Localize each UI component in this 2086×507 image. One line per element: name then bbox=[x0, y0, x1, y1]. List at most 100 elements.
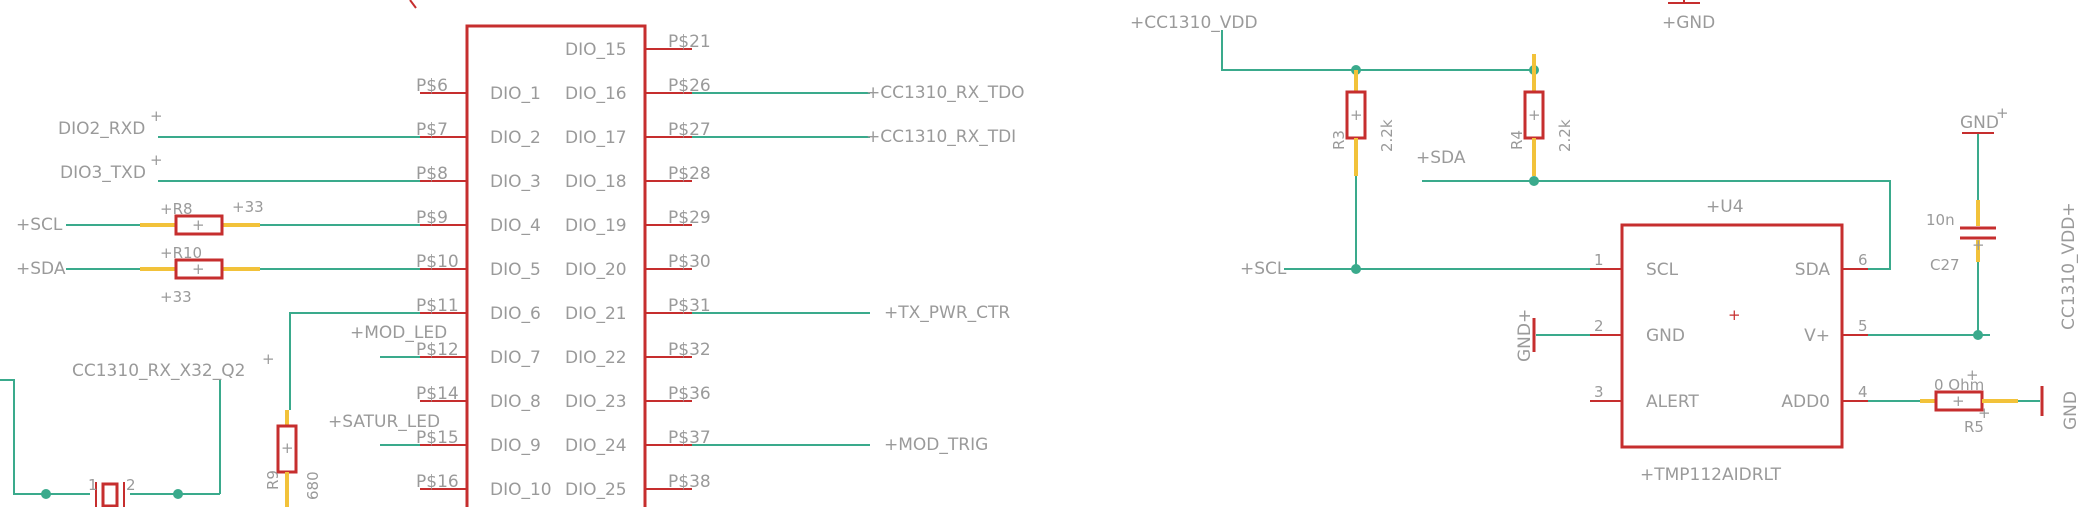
net-scl: + +SCL +R8 +33 bbox=[16, 198, 420, 236]
mcu-left-pin-name: DIO_5 bbox=[490, 260, 541, 280]
net-label-vdd-side: CC1310_VDD+ bbox=[2059, 202, 2079, 330]
net-scl2: +SCL bbox=[1240, 259, 1590, 279]
top-marker bbox=[409, 0, 417, 9]
mcu-right-pad-label: P$21 bbox=[668, 32, 711, 52]
crystal-q2 bbox=[101, 482, 119, 507]
net-mod-trig: +MOD_TRIG bbox=[692, 435, 988, 455]
mcu-right-pin-name: DIO_17 bbox=[565, 128, 627, 148]
net-label-dio2-rxd: DIO2_RXD bbox=[58, 119, 145, 139]
mcu-left-pin-name: DIO_4 bbox=[490, 216, 541, 236]
net-label-mod-led: +MOD_LED bbox=[350, 323, 447, 343]
resistor-r3-group: + R3 2.2k bbox=[1330, 70, 1396, 269]
svg-text:+: + bbox=[192, 216, 205, 234]
sensor-left-pin-name: ALERT bbox=[1646, 392, 1699, 412]
net-label-sda: +SDA bbox=[16, 259, 66, 279]
svg-text:+: + bbox=[1978, 404, 1991, 422]
net-label-dio3-txd: DIO3_TXD bbox=[60, 163, 146, 183]
mcu-right-pad-label: P$30 bbox=[668, 252, 711, 272]
mcu-right-pin-name: DIO_16 bbox=[565, 84, 627, 104]
sensor-left-pin-num: 1 bbox=[1594, 251, 1604, 269]
net-label-rx-x32: CC1310_RX_X32_Q2 bbox=[72, 361, 245, 381]
mcu-right-pad-label: P$27 bbox=[668, 120, 711, 140]
mcu-left-pad-label: P$6 bbox=[416, 76, 448, 96]
mcu-body bbox=[465, 24, 647, 507]
sensor-right-pin-num: 5 bbox=[1858, 317, 1868, 335]
svg-text:+: + bbox=[262, 350, 275, 368]
mcu-left-pin-name: DIO_3 bbox=[490, 172, 541, 192]
net-label-satur-led: +SATUR_LED bbox=[328, 412, 440, 432]
mcu-right-pad-label: P$36 bbox=[668, 384, 711, 404]
value-r10: +33 bbox=[160, 288, 192, 306]
mcu-left-pin-name: DIO_8 bbox=[490, 392, 541, 412]
mcu-left-pad-label: P$11 bbox=[416, 296, 459, 316]
sensor-left-pin-name: SCL bbox=[1646, 260, 1679, 280]
mcu-right-pin-name: DIO_19 bbox=[565, 216, 627, 236]
label-r10: +R10 bbox=[160, 244, 202, 262]
net-sda: + +SDA +R10 +33 bbox=[16, 244, 420, 306]
svg-text:+: + bbox=[1528, 106, 1541, 124]
plus-marker: + bbox=[150, 107, 163, 125]
mcu-left-pins: DIO_1P$6DIO_2P$7DIO_3P$8DIO_4P$9DIO_5P$1… bbox=[416, 76, 552, 500]
mcu-left-pin-name: DIO_1 bbox=[490, 84, 541, 104]
net-vplus: CC1310_VDD+ bbox=[1868, 202, 2079, 340]
gnd-u4: GND+ bbox=[1515, 309, 1590, 362]
mcu-left-pad-label: P$9 bbox=[416, 208, 448, 228]
mcu-symbol: DIO_1P$6DIO_2P$7DIO_3P$8DIO_4P$9DIO_5P$1… bbox=[416, 24, 711, 507]
svg-text:1: 1 bbox=[88, 476, 98, 494]
mcu-left-pad-label: P$7 bbox=[416, 120, 448, 140]
mcu-right-pin-name: DIO_25 bbox=[565, 480, 627, 500]
net-label-sda2: +SDA bbox=[1416, 148, 1466, 168]
net-tx-pwr: +TX_PWR_CTR bbox=[692, 303, 1010, 323]
net-satur-led: +SATUR_LED bbox=[328, 412, 440, 446]
mcu-left-pad-label: P$12 bbox=[416, 340, 459, 360]
sensor-part: +TMP112AIDRLT bbox=[1640, 465, 1782, 485]
sensor-left-pin-name: GND bbox=[1646, 326, 1685, 346]
mcu-right-pad-label: P$37 bbox=[668, 428, 711, 448]
net-vdd: +CC1310_VDD bbox=[1130, 13, 1539, 75]
mcu-left-pin-name: DIO_6 bbox=[490, 304, 541, 324]
mcu-left-pad-label: P$8 bbox=[416, 164, 448, 184]
gnd-label-r5: GND bbox=[2061, 391, 2081, 430]
svg-text:+: + bbox=[1966, 366, 1979, 384]
svg-text:+: + bbox=[1952, 392, 1965, 410]
svg-text:+: + bbox=[1350, 106, 1363, 124]
gnd-top: +GND bbox=[1662, 0, 1715, 33]
mcu-right-pin-name: DIO_21 bbox=[565, 304, 627, 324]
svg-text:2: 2 bbox=[126, 476, 136, 494]
gnd-r5: GND bbox=[2040, 386, 2081, 430]
value-r9: 680 bbox=[304, 471, 322, 500]
gnd-label-u4: GND+ bbox=[1515, 309, 1535, 362]
mcu-right-pin-name: DIO_20 bbox=[565, 260, 627, 280]
net-label-vdd: +CC1310_VDD bbox=[1130, 13, 1258, 33]
sensor-right-pin-num: 4 bbox=[1858, 383, 1868, 401]
label-r3: R3 bbox=[1330, 130, 1348, 150]
svg-text:+: + bbox=[1728, 306, 1741, 324]
net-mod-led: +MOD_LED bbox=[350, 323, 447, 358]
net-label-tx-pwr: +TX_PWR_CTR bbox=[884, 303, 1010, 323]
mcu-right-pad-label: P$26 bbox=[668, 76, 711, 96]
sensor-right-pin-num: 6 bbox=[1858, 251, 1868, 269]
net-label-mod-trig: +MOD_TRIG bbox=[884, 435, 988, 455]
net-r9: + R9 680 bbox=[264, 312, 420, 507]
mcu-left-pin-name: DIO_10 bbox=[490, 480, 552, 500]
sensor-right-pin-name: SDA bbox=[1795, 260, 1831, 280]
junction bbox=[41, 489, 51, 499]
net-crystal: CC1310_RX_X32_Q2 + 1 2 bbox=[0, 350, 275, 507]
mcu-left-pin-name: DIO_9 bbox=[490, 436, 541, 456]
mcu-right-pad-label: P$29 bbox=[668, 208, 711, 228]
mcu-right-pad-label: P$31 bbox=[668, 296, 711, 316]
mcu-left-pad-label: P$16 bbox=[416, 472, 459, 492]
label-r8: +R8 bbox=[160, 200, 193, 218]
net-label-scl: +SCL bbox=[16, 215, 63, 235]
label-r5: R5 bbox=[1964, 418, 1984, 436]
value-c27: 10n bbox=[1926, 211, 1955, 229]
resistor-r5-group: + 0 Ohm + R5 + bbox=[1868, 366, 2040, 436]
net-sda2: +SDA bbox=[1416, 148, 1891, 270]
resistor-r4-group: + R4 2.2k bbox=[1508, 54, 1574, 186]
mcu-right-pin-name: DIO_15 bbox=[565, 40, 627, 60]
resistor-r8 bbox=[174, 214, 224, 236]
svg-text:+: + bbox=[192, 260, 205, 278]
